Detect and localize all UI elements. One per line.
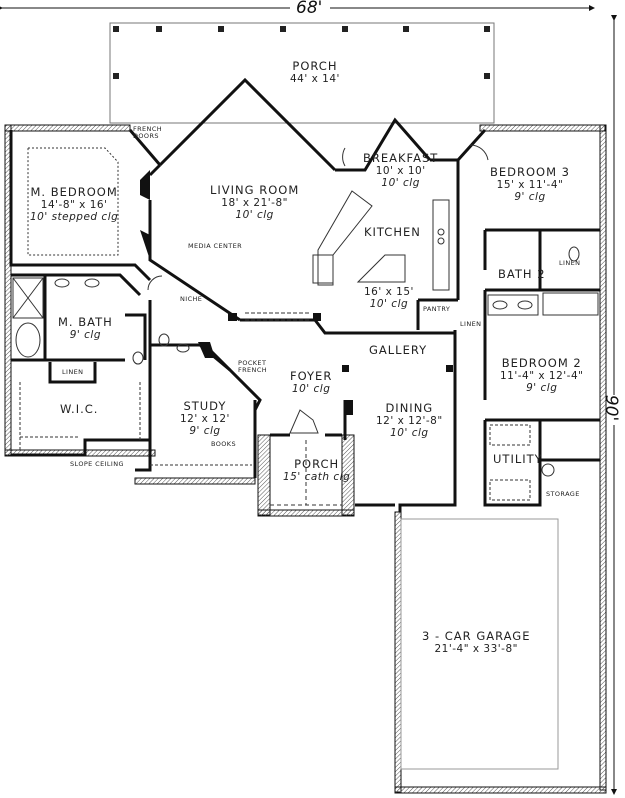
room-kitchen-dims: 16' x 15' 10' clg — [364, 286, 414, 310]
room-ceiling: 15' cath clg — [283, 471, 351, 484]
note-french-doors: FRENCH DOORS — [133, 125, 163, 141]
room-name: PORCH — [294, 457, 340, 471]
room-breakfast: BREAKFAST 10' x 10' 10' clg — [363, 151, 439, 190]
room-bedroom-3: BEDROOM 3 15' x 11'-4" 9' clg — [490, 165, 570, 204]
room-m-bedroom: M. BEDROOM 14'-8" x 16' 10' stepped clg — [30, 185, 119, 224]
room-bedroom-2: BEDROOM 2 11'-4" x 12'-4" 9' clg — [500, 356, 584, 395]
room-garage: 3 - CAR GARAGE 21'-4" x 33'-8" — [422, 629, 531, 656]
note-linen-mbath: LINEN — [62, 368, 84, 376]
room-name: BATH 2 — [498, 267, 546, 281]
room-dims: 15' x 11'-4" — [496, 179, 564, 192]
overall-depth-label: 90' — [601, 394, 622, 422]
room-name: BEDROOM 2 — [501, 356, 582, 370]
columns — [140, 170, 453, 415]
room-utility: UTILITY — [493, 452, 543, 466]
room-foyer: FOYER 10' clg — [290, 369, 333, 396]
room-ceiling: 9' clg — [514, 191, 546, 204]
room-dining: DINING 12' x 12'-8" 10' clg — [376, 401, 443, 440]
note-niche: NICHE — [180, 295, 203, 303]
room-dims: 12' x 12'-8" — [376, 415, 443, 428]
room-ceiling: 10' clg — [390, 427, 429, 440]
room-ceiling: 10' clg — [381, 177, 420, 190]
overall-width-label: 68' — [296, 0, 323, 18]
room-ceiling: 10' stepped clg — [30, 211, 119, 224]
note-media-center: MEDIA CENTER — [188, 242, 243, 250]
room-name: 3 - CAR GARAGE — [422, 629, 531, 643]
room-ceiling: 9' clg — [189, 425, 221, 438]
room-ceiling: 9' clg — [526, 382, 558, 395]
fixtures — [12, 144, 599, 770]
room-ceiling: 10' clg — [369, 298, 409, 311]
room-ceiling: 9' clg — [69, 329, 102, 342]
room-name: FOYER — [290, 369, 333, 383]
room-name: BREAKFAST — [363, 151, 439, 165]
note-pocket-french: POCKET FRENCH — [238, 359, 268, 375]
exterior-walls — [4, 124, 607, 794]
room-name: STUDY — [183, 399, 227, 413]
interior-walls — [9, 77, 600, 512]
room-living-room: LIVING ROOM 18' x 21'-8" 10' clg — [210, 183, 300, 222]
room-dims: 18' x 21'-8" — [221, 197, 288, 210]
room-name: KITCHEN — [364, 225, 421, 239]
room-dims: 14'-8" x 16' — [40, 199, 108, 212]
room-name: M. BATH — [58, 315, 113, 329]
note-linen-kitchen: LINEN — [460, 320, 482, 328]
room-name: BEDROOM 3 — [490, 165, 570, 179]
room-name: DINING — [385, 401, 434, 415]
room-bath-2: BATH 2 — [498, 267, 546, 281]
room-dims: 10' x 10' — [375, 165, 426, 178]
room-ceiling: 10' clg — [235, 209, 274, 222]
room-porch-rear: PORCH 44' x 14' — [290, 59, 340, 86]
note-storage: STORAGE — [546, 490, 580, 498]
room-dims: 21'-4" x 33'-8" — [434, 643, 518, 656]
room-porch-front: PORCH 15' cath clg — [283, 457, 351, 484]
room-wic: W.I.C. — [60, 402, 99, 416]
room-name: GALLERY — [369, 343, 428, 357]
room-name: W.I.C. — [60, 402, 99, 416]
room-m-bath: M. BATH 9' clg — [58, 315, 113, 342]
room-gallery: GALLERY — [369, 343, 428, 357]
note-slope-ceiling: SLOPE CEILING — [70, 460, 124, 468]
note-pantry: PANTRY — [423, 305, 451, 313]
room-name: PORCH — [292, 59, 338, 73]
room-dims: 44' x 14' — [290, 73, 340, 86]
room-name: M. BEDROOM — [30, 185, 118, 199]
room-dims: 12' x 12' — [180, 413, 230, 426]
rear-porch — [109, 22, 495, 124]
room-ceiling: 10' clg — [291, 383, 331, 396]
room-name: UTILITY — [493, 452, 543, 466]
room-dims: 16' x 15' — [364, 286, 414, 298]
room-kitchen: KITCHEN — [364, 225, 421, 239]
room-study: STUDY 12' x 12' 9' clg — [180, 399, 230, 438]
room-dims: 11'-4" x 12'-4" — [500, 370, 584, 383]
room-name: LIVING ROOM — [210, 183, 300, 197]
note-books: BOOKS — [211, 440, 236, 448]
note-linen-bath2: LINEN — [559, 259, 581, 267]
